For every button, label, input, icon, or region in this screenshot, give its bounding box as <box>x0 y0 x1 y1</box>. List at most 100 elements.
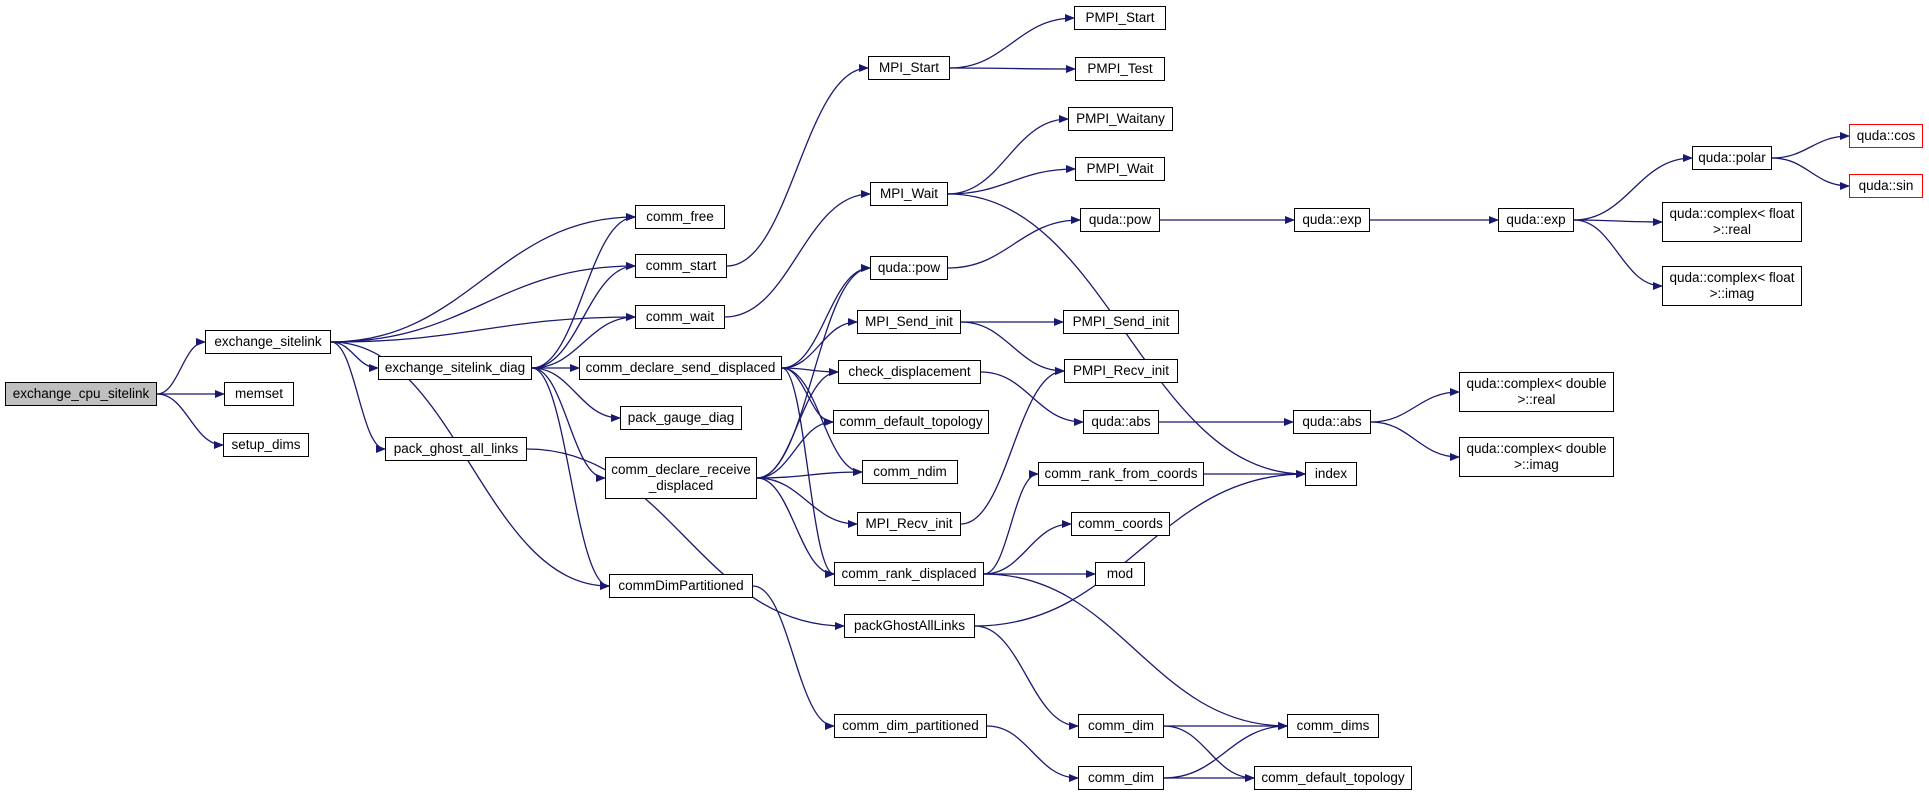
edge-comm-declare-receive-displaced-to-check-displacement <box>756 368 839 479</box>
edge-comm-declare-receive-displaced-to-comm-ndim <box>756 468 863 479</box>
node-pack-gauge-diag[interactable]: pack_gauge_diag <box>620 406 742 430</box>
edge-comm-rank-displaced-to-comm-dims <box>983 573 1288 730</box>
node-quda-abs-2[interactable]: quda::abs <box>1293 410 1371 434</box>
edge-quda-exp-2-to-quda-polar <box>1573 154 1693 221</box>
node-quda-pow-1[interactable]: quda::pow <box>870 256 948 280</box>
edge-exchange-sitelink-to-comm-wait <box>330 313 636 343</box>
node-quda-exp-2[interactable]: quda::exp <box>1498 208 1574 232</box>
node-comm-rank-displaced[interactable]: comm_rank_displaced <box>834 562 984 586</box>
edge-comm-declare-send-displaced-to-mpi-send-init <box>781 318 858 369</box>
edge-comm-wait-to-mpi-wait <box>724 190 871 318</box>
edge-mpi-wait-to-pmpi-waitany <box>947 115 1069 195</box>
node-quda-sin[interactable]: quda::sin <box>1849 174 1923 198</box>
edge-mpi-wait-to-index <box>947 193 1306 478</box>
node-pmpi-test[interactable]: PMPI_Test <box>1075 57 1165 81</box>
edge-mpi-start-to-pmpi-start <box>949 14 1075 69</box>
node-pack-ghost-all-links[interactable]: pack_ghost_all_links <box>385 437 527 461</box>
node-comm-dim-2[interactable]: comm_dim <box>1078 766 1164 790</box>
node-quda-cos[interactable]: quda::cos <box>1849 124 1923 148</box>
node-comm-free[interactable]: comm_free <box>635 205 725 229</box>
node-comm-dim-partitioned[interactable]: comm_dim_partitioned <box>834 714 987 738</box>
edge-commdimpartitioned-to-comm-dim-partitioned <box>752 585 835 730</box>
node-comm-dim-1[interactable]: comm_dim <box>1078 714 1164 738</box>
node-mpi-recv-init[interactable]: MPI_Recv_init <box>857 512 961 536</box>
node-index[interactable]: index <box>1305 462 1357 486</box>
node-pmpi-waitany[interactable]: PMPI_Waitany <box>1068 107 1173 131</box>
node-comm-declare-receive-displaced[interactable]: comm_declare_receive _displaced <box>605 457 757 499</box>
node-comm-default-topology-2[interactable]: comm_default_topology <box>1254 766 1412 790</box>
edge-comm-declare-receive-displaced-to-comm-rank-displaced <box>756 477 835 578</box>
edge-exchange-sitelink-diag-to-comm-declare-receive-displaced <box>531 367 606 482</box>
edge-comm-dim-partitioned-to-comm-dim-2 <box>986 725 1079 782</box>
edge-pack-ghost-all-links-to-packghostalllinks <box>526 448 845 630</box>
node-comm-wait[interactable]: comm_wait <box>635 305 725 329</box>
edge-exchange-sitelink-diag-to-comm-free <box>531 213 636 369</box>
edge-exchange-sitelink-diag-to-pack-gauge-diag <box>531 367 621 422</box>
node-exchange-sitelink[interactable]: exchange_sitelink <box>205 330 331 354</box>
node-mpi-wait[interactable]: MPI_Wait <box>870 182 948 206</box>
edge-exchange-sitelink-to-pack-ghost-all-links <box>330 341 386 453</box>
node-pmpi-start[interactable]: PMPI_Start <box>1074 6 1166 30</box>
node-quda-complex-double-imag[interactable]: quda::complex< double >::imag <box>1459 437 1614 477</box>
node-pmpi-wait[interactable]: PMPI_Wait <box>1075 157 1165 181</box>
edge-check-displacement-to-quda-abs-1 <box>980 371 1084 426</box>
edge-exchange-sitelink-diag-to-commdimpartitioned <box>531 367 610 590</box>
edge-comm-rank-displaced-to-comm-coords <box>983 520 1072 575</box>
edge-exchange-cpu-sitelink-to-exchange-sitelink <box>156 338 206 395</box>
node-quda-polar[interactable]: quda::polar <box>1692 146 1772 170</box>
edge-packghostalllinks-to-index <box>974 470 1306 627</box>
node-quda-complex-float-imag[interactable]: quda::complex< float >::imag <box>1662 266 1802 306</box>
edge-comm-declare-receive-displaced-to-comm-default-topology-1 <box>756 418 834 479</box>
edge-comm-declare-receive-displaced-to-mpi-recv-init <box>756 477 858 528</box>
edge-comm-dim-1-to-comm-default-topology-2 <box>1163 725 1255 782</box>
node-comm-rank-from-coords[interactable]: comm_rank_from_coords <box>1038 462 1204 486</box>
edge-comm-dim-2-to-comm-dims <box>1163 722 1288 779</box>
node-comm-default-topology-1[interactable]: comm_default_topology <box>833 410 989 434</box>
edge-quda-polar-to-quda-sin <box>1771 157 1850 190</box>
edge-comm-start-to-mpi-start <box>726 64 869 267</box>
call-edges <box>156 14 1850 782</box>
node-pmpi-send-init[interactable]: PMPI_Send_init <box>1063 310 1179 334</box>
node-pmpi-recv-init[interactable]: PMPI_Recv_init <box>1064 359 1178 383</box>
node-mod[interactable]: mod <box>1095 562 1145 586</box>
node-quda-exp-1[interactable]: quda::exp <box>1294 208 1370 232</box>
edge-mpi-start-to-pmpi-test <box>949 64 1076 73</box>
node-comm-dims[interactable]: comm_dims <box>1287 714 1379 738</box>
edge-exchange-sitelink-to-commdimpartitioned <box>330 341 610 590</box>
node-comm-coords[interactable]: comm_coords <box>1071 512 1170 536</box>
node-setup-dims[interactable]: setup_dims <box>223 433 309 457</box>
node-mpi-send-init[interactable]: MPI_Send_init <box>857 310 961 334</box>
node-exchange-sitelink-diag[interactable]: exchange_sitelink_diag <box>378 356 532 380</box>
node-quda-pow-2[interactable]: quda::pow <box>1080 208 1160 232</box>
edge-exchange-sitelink-diag-to-comm-wait <box>531 313 636 369</box>
node-memset[interactable]: memset <box>224 382 294 406</box>
edge-packghostalllinks-to-comm-dim-1 <box>974 625 1079 730</box>
edge-exchange-sitelink-diag-to-comm-start <box>531 262 636 369</box>
edge-quda-pow-1-to-quda-pow-2 <box>947 216 1081 269</box>
edge-comm-declare-send-displaced-to-comm-ndim <box>781 367 863 476</box>
edge-quda-polar-to-quda-cos <box>1771 132 1850 159</box>
edge-mpi-send-init-to-pmpi-recv-init <box>960 321 1065 375</box>
edge-quda-abs-2-to-quda-complex-double-imag <box>1370 421 1460 461</box>
edge-exchange-sitelink-to-comm-free <box>330 213 636 343</box>
node-commdimpartitioned[interactable]: commDimPartitioned <box>609 574 753 598</box>
node-quda-complex-double-real[interactable]: quda::complex< double >::real <box>1459 372 1614 412</box>
edge-exchange-cpu-sitelink-to-setup-dims <box>156 393 224 449</box>
node-comm-declare-send-displaced[interactable]: comm_declare_send_displaced <box>579 356 782 380</box>
edge-quda-exp-2-to-quda-complex-float-imag <box>1573 219 1663 290</box>
edge-exchange-sitelink-to-comm-start <box>330 262 636 343</box>
node-exchange-cpu-sitelink: exchange_cpu_sitelink <box>5 382 157 406</box>
node-packghostalllinks[interactable]: packGhostAllLinks <box>844 614 975 638</box>
node-mpi-start[interactable]: MPI_Start <box>868 56 950 80</box>
edge-quda-abs-2-to-quda-complex-double-real <box>1370 388 1460 423</box>
node-comm-start[interactable]: comm_start <box>635 254 727 278</box>
node-quda-complex-float-real[interactable]: quda::complex< float >::real <box>1662 202 1802 242</box>
node-quda-abs-1[interactable]: quda::abs <box>1083 410 1159 434</box>
edge-comm-rank-displaced-to-comm-rank-from-coords <box>983 470 1039 575</box>
node-comm-ndim[interactable]: comm_ndim <box>862 460 958 484</box>
edge-quda-exp-2-to-quda-complex-float-real <box>1573 217 1663 226</box>
node-check-displacement[interactable]: check_displacement <box>838 360 981 384</box>
edge-mpi-recv-init-to-pmpi-recv-init <box>960 367 1065 525</box>
edge-comm-declare-send-displaced-to-comm-rank-displaced <box>781 367 835 578</box>
